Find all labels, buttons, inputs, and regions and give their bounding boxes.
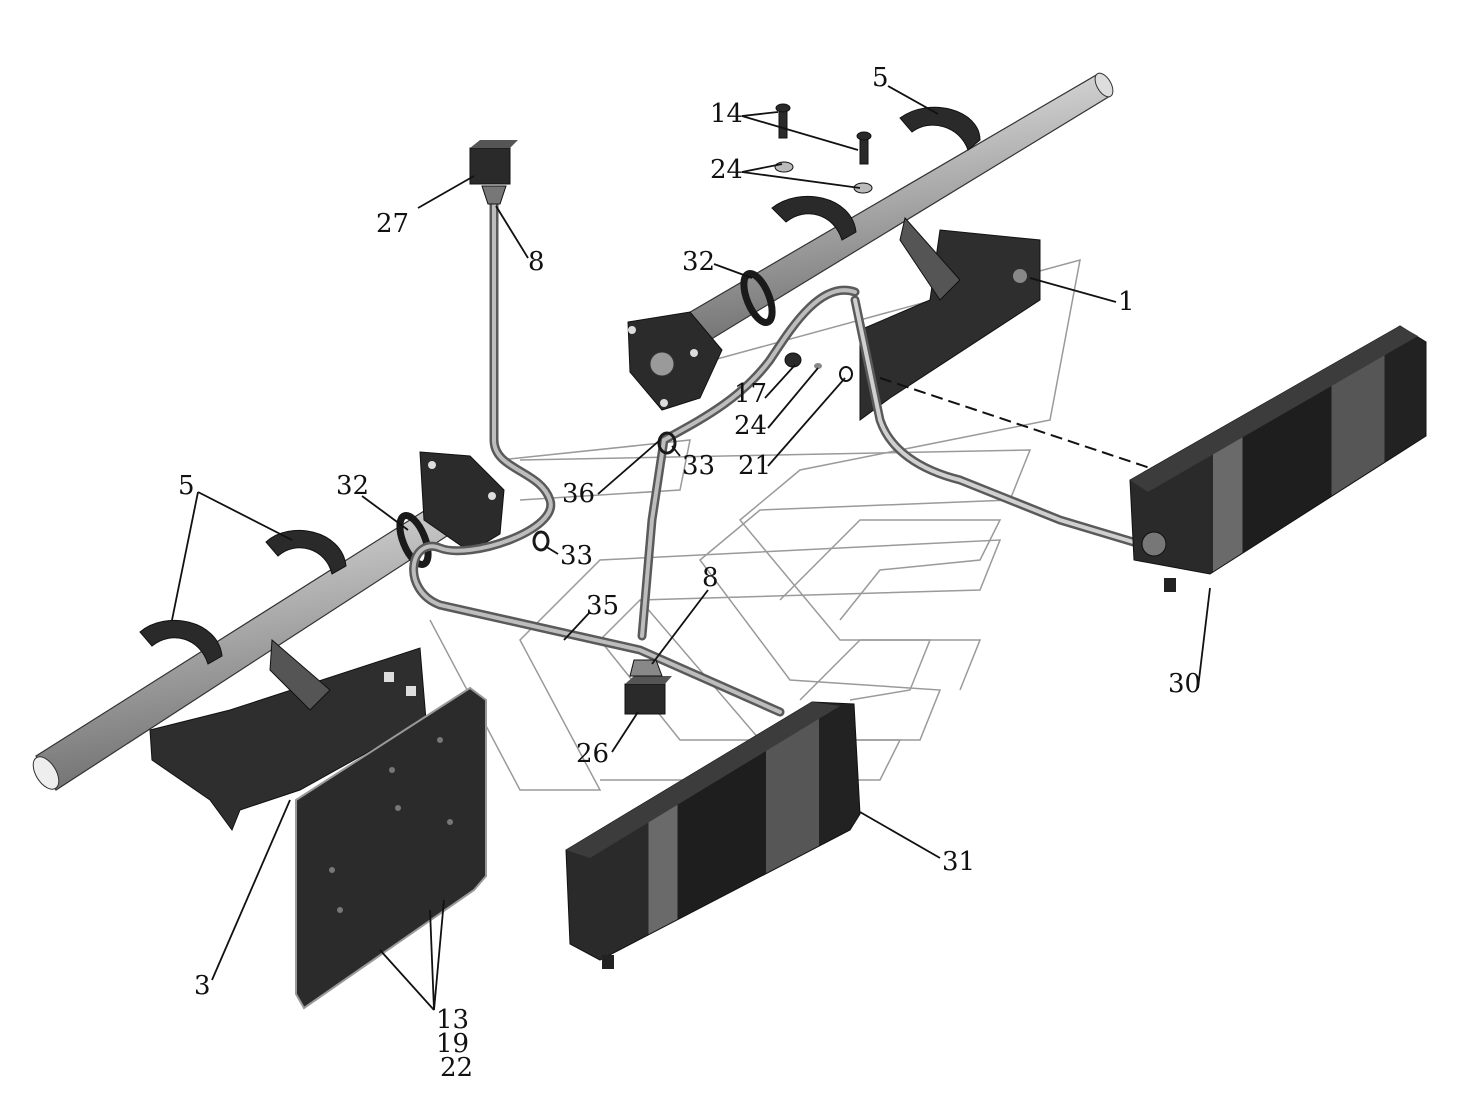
tail-lamp-30	[1129, 325, 1427, 592]
callout-8-top: 8	[528, 247, 545, 277]
connector-27	[469, 140, 518, 205]
callout-labels: 1 3 5 5 8 8 13 14 17 19 21 22 24 24 26 2…	[178, 63, 1201, 1083]
callout-17: 17	[734, 379, 767, 409]
callout-19: 19	[436, 1029, 469, 1059]
assembly-guide-line	[879, 377, 1151, 469]
callout-5-left: 5	[178, 471, 195, 501]
callout-32-left: 32	[336, 471, 369, 501]
flange-right	[627, 311, 723, 411]
callout-30: 30	[1168, 669, 1201, 699]
ring-33-right	[657, 431, 677, 455]
callout-8-mid: 8	[702, 563, 719, 593]
callout-35: 35	[586, 591, 619, 621]
clamp-left-lower	[139, 619, 223, 665]
ring-32-right	[740, 270, 776, 326]
callout-31: 31	[942, 847, 975, 877]
watermark-outline	[429, 258, 1081, 791]
ring-33-left	[532, 530, 550, 552]
callout-33-left: 33	[560, 541, 593, 571]
callout-13: 13	[436, 1005, 469, 1035]
connector-26	[624, 659, 672, 715]
callout-22: 22	[440, 1053, 473, 1083]
callout-14: 14	[710, 99, 743, 129]
callout-36: 36	[562, 479, 595, 509]
callout-24-mid: 24	[734, 411, 767, 441]
callout-21: 21	[738, 451, 771, 481]
license-plate	[295, 686, 487, 1010]
bolt-pair	[775, 103, 872, 165]
callout-27: 27	[376, 209, 409, 239]
bracket-right	[859, 216, 1041, 421]
clamp-right-upper	[899, 106, 981, 151]
callout-1: 1	[1118, 287, 1135, 317]
clamp-left-upper	[265, 529, 347, 575]
bracket-left	[149, 638, 427, 832]
hardware-set-right	[784, 352, 853, 382]
wiring-harness	[409, 195, 1145, 717]
leader-lines	[171, 85, 1211, 1011]
callout-33-right: 33	[682, 451, 715, 481]
ring-32-left	[396, 512, 432, 568]
callout-3: 3	[194, 971, 211, 1001]
flange-left	[419, 451, 505, 553]
callout-26: 26	[576, 739, 609, 769]
callout-5-right: 5	[872, 63, 889, 93]
tail-lamp-31	[565, 701, 861, 969]
callout-32-right: 32	[682, 247, 715, 277]
callout-24-top: 24	[710, 155, 743, 185]
clamp-right-lower	[771, 195, 857, 241]
